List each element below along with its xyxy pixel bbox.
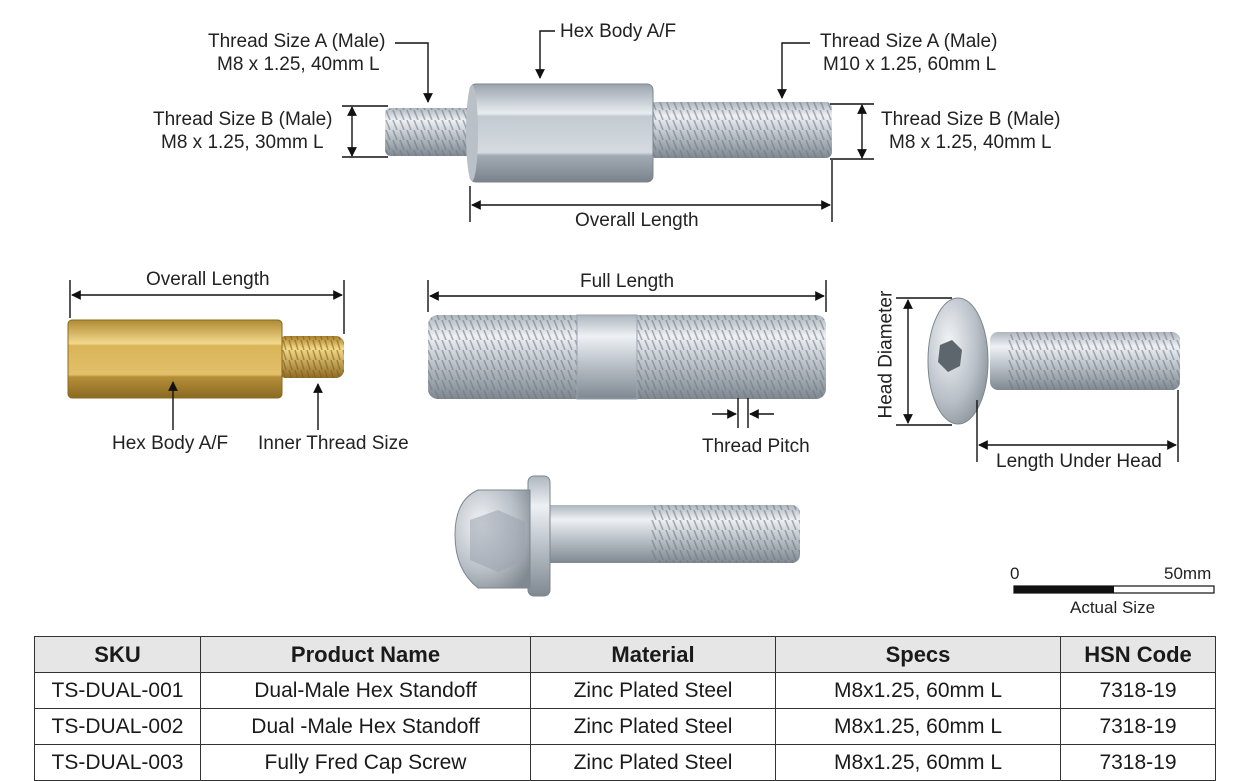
thread-a-left-label: Thread Size A (Male) M8 x 1.25, 40mm L <box>208 30 385 76</box>
col-sku-header: SKU <box>34 636 201 673</box>
cell-material: Zinc Plated Steel <box>530 744 776 781</box>
scale-caption: Actual Size <box>1070 598 1156 617</box>
col-material-header: Material <box>530 636 776 673</box>
thread-a-left-spec: M8 x 1.25, 40mm L <box>217 54 380 75</box>
full-length-label: Full Length <box>580 271 675 292</box>
flange-cap-screw-image <box>454 475 800 597</box>
table-header-row: SKU Product Name Material Specs HSN Code <box>34 636 1216 673</box>
brass-hex-body-label: Hex Body A/F <box>112 433 229 454</box>
scale-end-label: 50mm <box>1164 564 1212 583</box>
thread-b-left-label: Thread Size B (Male) M8 x 1.25, 30mm L <box>153 108 333 154</box>
thread-b-left-title: Thread Size B (Male) <box>153 109 333 130</box>
brass-standoff-image <box>67 319 344 399</box>
scale-bar <box>1013 585 1215 594</box>
top-dimension-lines <box>342 30 874 222</box>
head-diameter-label: Head Diameter <box>875 290 897 419</box>
cell-hsn: 7318-19 <box>1060 672 1216 709</box>
button-head-screw-image <box>927 297 1180 425</box>
thread-pitch-label: Thread Pitch <box>702 436 810 457</box>
brass-dimension-lines <box>69 280 345 430</box>
cell-material: Zinc Plated Steel <box>530 708 776 745</box>
cell-product-name: Fully Fred Cap Screw <box>200 744 531 781</box>
cell-hsn: 7318-19 <box>1060 744 1216 781</box>
thread-b-right-label: Thread Size B (Male) M8 x 1.25, 40mm L <box>881 108 1061 154</box>
table-row: TS-DUAL-003 Fully Fred Cap Screw Zinc Pl… <box>34 744 1216 781</box>
brass-overall-length-label: Overall Length <box>146 269 270 290</box>
cell-sku: TS-DUAL-002 <box>34 708 201 745</box>
threaded-stud-image <box>428 314 826 400</box>
spec-table: SKU Product Name Material Specs HSN Code… <box>34 636 1216 781</box>
inner-thread-size-label: Inner Thread Size <box>258 433 409 454</box>
thread-b-right-title: Thread Size B (Male) <box>881 109 1061 130</box>
cell-product-name: Dual -Male Hex Standoff <box>200 708 531 745</box>
col-product-name-header: Product Name <box>200 636 531 673</box>
thread-a-right-title: Thread Size A (Male) <box>820 31 998 52</box>
col-specs-header: Specs <box>775 636 1061 673</box>
thread-a-left-title: Thread Size A (Male) <box>208 31 386 52</box>
cell-hsn: 7318-19 <box>1060 708 1216 745</box>
thread-a-right-label: Thread Size A (Male) M10 x 1.25, 60mm L <box>820 30 997 76</box>
cell-material: Zinc Plated Steel <box>530 672 776 709</box>
cell-product-name: Dual-Male Hex Standoff <box>200 672 531 709</box>
table-row: TS-DUAL-001 Dual-Male Hex Standoff Zinc … <box>34 672 1216 709</box>
scale-start-label: 0 <box>1010 564 1020 583</box>
dual-male-hex-standoff-image <box>385 83 832 183</box>
thread-b-left-spec: M8 x 1.25, 30mm L <box>161 132 324 153</box>
product-diagram <box>67 30 1215 597</box>
col-hsn-header: HSN Code <box>1060 636 1216 673</box>
screw-dimension-lines <box>896 297 1179 462</box>
top-overall-length-label: Overall Length <box>575 210 699 231</box>
thread-b-right-spec: M8 x 1.25, 40mm L <box>889 132 1052 153</box>
cell-specs: M8x1.25, 60mm L <box>775 708 1061 745</box>
cell-specs: M8x1.25, 60mm L <box>775 672 1061 709</box>
table-row: TS-DUAL-002 Dual -Male Hex Standoff Zinc… <box>34 708 1216 745</box>
cell-sku: TS-DUAL-003 <box>34 744 201 781</box>
length-under-head-label: Length Under Head <box>996 451 1162 472</box>
cell-sku: TS-DUAL-001 <box>34 672 201 709</box>
stud-dimension-lines <box>427 280 827 428</box>
thread-a-right-spec: M10 x 1.25, 60mm L <box>823 54 997 75</box>
hex-body-top-label: Hex Body A/F <box>560 21 677 42</box>
cell-specs: M8x1.25, 60mm L <box>775 744 1061 781</box>
